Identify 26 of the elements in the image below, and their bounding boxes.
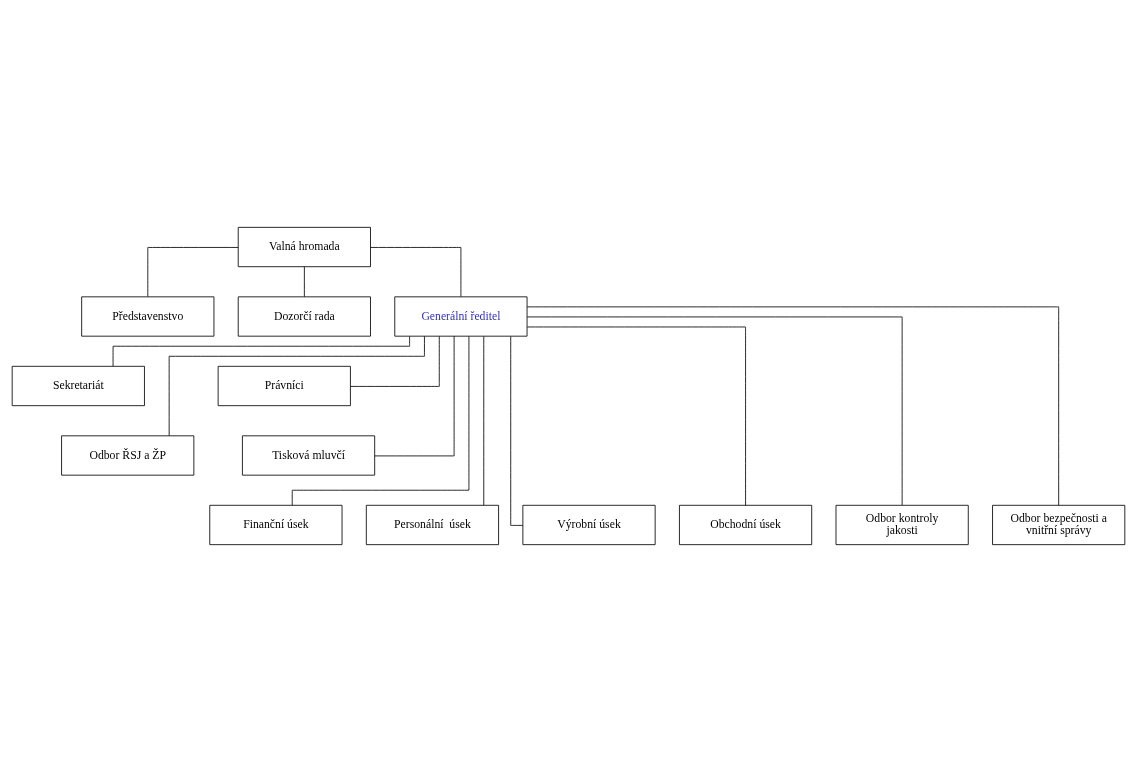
node-box: Tisková mluvčí [242, 434, 376, 476]
node-box: Valná hromada [237, 226, 371, 267]
connector [168, 335, 425, 436]
node-box: Dozorčí rada [237, 295, 371, 337]
node-box: Odbor bezpečnosti a vnitřní správy [992, 504, 1126, 545]
node-box: Generální ředitel [394, 295, 528, 337]
connector [526, 305, 1060, 506]
node-box: Personální úsek [365, 504, 499, 545]
connector [147, 246, 239, 297]
node-box: Sekretariát [11, 365, 145, 406]
node-box: Představenstvo [81, 295, 215, 337]
connector [370, 246, 462, 297]
connector [112, 335, 411, 367]
connector [303, 265, 305, 297]
node-box: Odbor kontroly jakosti [835, 504, 969, 545]
node-box: Obchodní úsek [679, 504, 813, 545]
node-box: Právníci [217, 365, 351, 406]
connector [483, 335, 485, 505]
connector [526, 316, 903, 505]
node-box: Výrobní úsek [522, 504, 656, 545]
connector [526, 326, 746, 506]
node-box: Odbor ŘSJ a ŽP [61, 434, 195, 476]
connector [374, 335, 455, 456]
node-box: Finanční úsek [209, 504, 343, 545]
connector [350, 335, 440, 387]
connector [291, 335, 470, 506]
